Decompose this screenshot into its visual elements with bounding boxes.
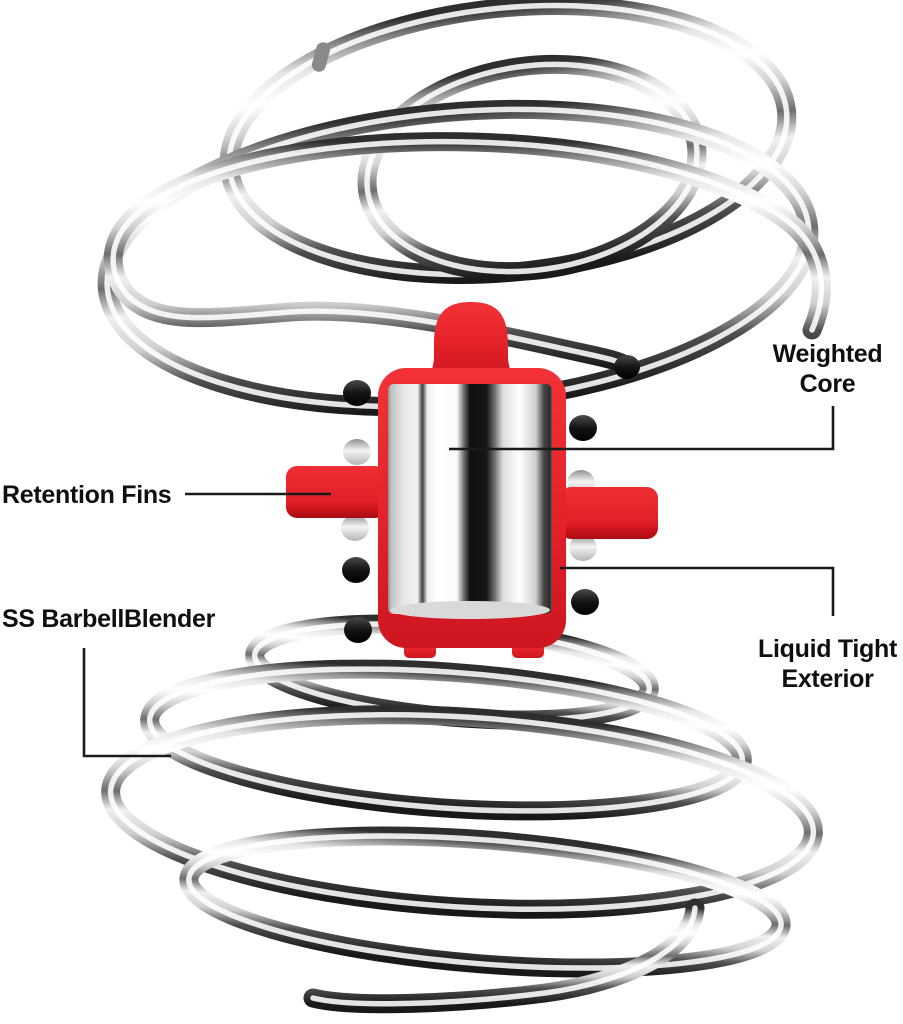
weighted-core-assembly <box>286 302 658 658</box>
core-top-tab <box>419 302 523 378</box>
wire-loop <box>357 54 707 282</box>
retention-fin-left <box>286 466 386 518</box>
wire-loop <box>101 705 823 919</box>
wire-loop <box>179 826 791 978</box>
label-brand: SS BarbellBlender <box>2 605 216 633</box>
label-weighted-core: Weighted Core <box>772 340 883 398</box>
cylinder-base-cap <box>390 601 550 619</box>
peg-dark <box>614 355 640 379</box>
connector-weighted-core <box>449 406 835 451</box>
connector-liquid-tight <box>560 566 835 616</box>
peg-silver <box>569 535 597 561</box>
wire-loop-tail <box>303 898 705 1014</box>
peg-dark <box>342 557 370 583</box>
peg-dark <box>343 380 371 406</box>
peg-dark <box>569 415 597 441</box>
connector-lines <box>82 406 835 758</box>
connector-brand <box>82 648 171 758</box>
wire-end-cap-top <box>311 42 331 72</box>
label-liquid-tight-exterior: Liquid Tight Exterior <box>758 635 897 693</box>
peg-dark <box>571 589 599 615</box>
retention-fin-right <box>560 487 658 539</box>
label-retention-fins: Retention Fins <box>2 481 172 509</box>
peg-silver <box>343 439 371 465</box>
peg-dark <box>344 617 372 643</box>
wire-spiral-bottom <box>101 614 823 1014</box>
weighted-core-cylinder <box>388 384 552 614</box>
retention-pegs <box>341 355 640 643</box>
peg-silver <box>341 515 369 541</box>
